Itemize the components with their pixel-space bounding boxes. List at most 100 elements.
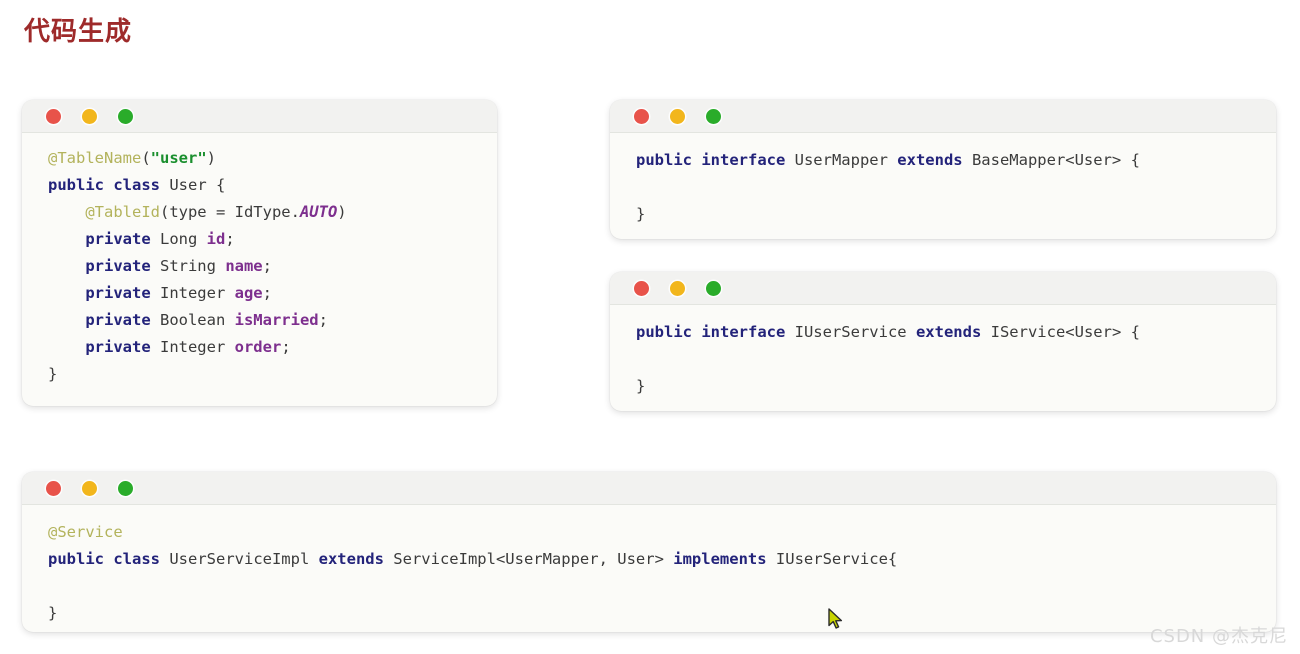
code-token: (	[141, 149, 151, 167]
code-token: @Service	[48, 523, 123, 541]
code-token	[48, 257, 85, 275]
maximize-button[interactable]	[118, 108, 133, 124]
code-body-user-mapper: public interface UserMapper extends Base…	[610, 133, 1276, 228]
code-token: private	[85, 257, 160, 275]
code-token: private	[85, 338, 160, 356]
code-line: }	[610, 373, 1276, 400]
code-line: }	[610, 201, 1276, 228]
card-titlebar	[22, 472, 1276, 505]
code-token: ;	[281, 338, 291, 356]
code-token: (type = IdType.	[159, 203, 300, 221]
code-line: }	[22, 600, 1276, 627]
code-token: public class	[48, 176, 170, 194]
code-body-iuser-service: public interface IUserService extends IS…	[610, 305, 1276, 400]
code-line: private Long id;	[22, 226, 497, 253]
code-token: ;	[262, 257, 272, 275]
code-line: public interface IUserService extends IS…	[610, 319, 1276, 346]
code-line: public class User {	[22, 172, 497, 199]
close-button[interactable]	[634, 280, 649, 296]
minimize-button[interactable]	[82, 108, 97, 124]
code-token: ;	[318, 311, 328, 329]
code-line: }	[22, 361, 497, 388]
code-token: @TableName	[48, 149, 142, 167]
code-line: private String name;	[22, 253, 497, 280]
code-body-user-service-impl: @Service public class UserServiceImpl ext…	[22, 505, 1276, 627]
code-token: id	[206, 230, 226, 248]
code-token: age	[234, 284, 263, 302]
code-line: public interface UserMapper extends Base…	[610, 147, 1276, 174]
code-token: private	[85, 311, 160, 329]
maximize-button[interactable]	[706, 108, 721, 124]
code-token: IUserService{	[775, 550, 898, 568]
code-token: ;	[262, 284, 272, 302]
code-card-iuser-service: public interface IUserService extends IS…	[610, 272, 1276, 411]
minimize-button[interactable]	[670, 108, 685, 124]
code-token: AUTO	[299, 203, 338, 221]
code-line	[610, 346, 1276, 373]
code-token: )	[206, 149, 217, 167]
card-titlebar	[610, 272, 1276, 305]
code-token: extends	[318, 550, 394, 568]
code-token: Integer	[159, 338, 235, 356]
code-token: @TableId	[85, 203, 160, 221]
code-token: Long	[159, 230, 207, 248]
minimize-button[interactable]	[670, 280, 685, 296]
code-token: IService<User> {	[990, 323, 1140, 341]
code-line: @TableName("user")	[22, 145, 497, 172]
code-token: isMarried	[234, 311, 319, 329]
card-titlebar	[610, 100, 1276, 133]
card-titlebar	[22, 100, 497, 133]
code-token: }	[48, 604, 58, 622]
code-line: @TableId(type = IdType.AUTO)	[22, 199, 497, 226]
code-token: }	[636, 377, 646, 395]
code-line: private Integer order;	[22, 334, 497, 361]
code-token	[48, 338, 85, 356]
csdn-watermark: CSDN @杰克尼	[1149, 626, 1288, 647]
code-token: User {	[169, 176, 226, 194]
code-token: UserMapper	[794, 151, 898, 169]
code-line	[610, 174, 1276, 201]
code-card-user-entity: @TableName("user")public class User { @T…	[22, 100, 497, 406]
code-token: implements	[673, 550, 776, 568]
code-token	[48, 203, 85, 221]
page-title: 代码生成	[24, 17, 133, 47]
code-token: )	[337, 203, 347, 221]
code-token: public class	[48, 550, 170, 568]
code-token: ServiceImpl<UserMapper, User>	[393, 550, 674, 568]
code-token: IUserService	[794, 323, 916, 341]
code-token: order	[234, 338, 282, 356]
code-token: "user"	[150, 149, 207, 167]
code-line: @Service	[22, 519, 1276, 546]
code-token: name	[225, 257, 263, 275]
code-token: }	[636, 205, 646, 223]
code-token: private	[85, 284, 160, 302]
code-token: BaseMapper<User> {	[971, 151, 1140, 169]
code-line: private Integer age;	[22, 280, 497, 307]
code-token	[48, 230, 85, 248]
code-card-user-service-impl: @Service public class UserServiceImpl ext…	[22, 472, 1276, 632]
code-token	[48, 311, 85, 329]
code-line	[22, 573, 1276, 600]
code-token: extends	[915, 323, 991, 341]
code-token: String	[159, 257, 226, 275]
minimize-button[interactable]	[82, 480, 97, 496]
code-token: Integer	[159, 284, 235, 302]
code-token: UserServiceImpl	[169, 550, 319, 568]
code-line: private Boolean isMarried;	[22, 307, 497, 334]
code-token: ;	[225, 230, 235, 248]
code-token: }	[48, 365, 58, 383]
maximize-button[interactable]	[118, 480, 133, 496]
code-token: public interface	[636, 151, 795, 169]
close-button[interactable]	[634, 108, 649, 124]
close-button[interactable]	[46, 480, 61, 496]
code-token: private	[85, 230, 160, 248]
code-token	[48, 284, 85, 302]
code-token: extends	[897, 151, 972, 169]
code-token: Boolean	[159, 311, 235, 329]
maximize-button[interactable]	[706, 280, 721, 296]
code-body-user-entity: @TableName("user")public class User { @T…	[22, 133, 497, 388]
code-card-user-mapper: public interface UserMapper extends Base…	[610, 100, 1276, 239]
code-line: public class UserServiceImpl extends Ser…	[22, 546, 1276, 573]
code-token: public interface	[636, 323, 795, 341]
close-button[interactable]	[46, 108, 61, 124]
